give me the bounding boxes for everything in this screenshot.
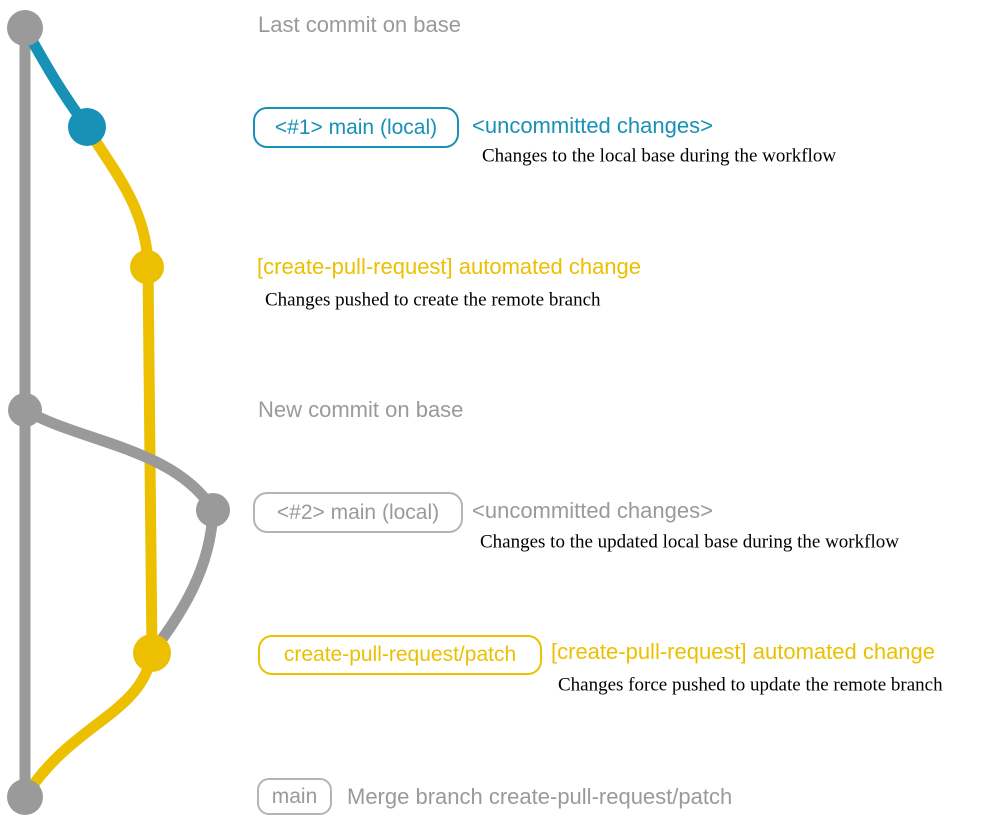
- branch-tag-main-local-2: <#2> main (local): [253, 492, 463, 533]
- description-automated-change-2: Changes force pushed to update the remot…: [558, 674, 943, 696]
- label-uncommitted-changes-1: <uncommitted changes>: [472, 113, 713, 138]
- git-graph: [7, 10, 230, 815]
- branch-line-base-update-in: [147, 509, 219, 657]
- label-merge-branch: Merge branch create-pull-request/patch: [347, 784, 733, 809]
- label-new-commit-on-base: New commit on base: [258, 397, 464, 422]
- label-uncommitted-changes-2: <uncommitted changes>: [472, 498, 713, 523]
- branch-line-patch-create: [82, 124, 154, 268]
- branch-tag-main: main: [257, 778, 332, 815]
- commit-node-merge: [7, 779, 43, 815]
- branch-line-base-update-out: [22, 405, 218, 513]
- commit-node-new-commit-on-base: [8, 393, 42, 427]
- description-uncommitted-2: Changes to the updated local base during…: [480, 531, 899, 553]
- label-last-commit-on-base: Last commit on base: [258, 12, 461, 37]
- commit-node-last-commit-on-base: [7, 10, 43, 46]
- description-automated-change-1: Changes pushed to create the remote bran…: [265, 289, 601, 311]
- branch-tag-create-pull-request-patch: create-pull-request/patch: [258, 635, 542, 675]
- label-automated-change-2: [create-pull-request] automated change: [551, 639, 936, 664]
- commit-node-uncommitted-2: [196, 493, 230, 527]
- description-uncommitted-1: Changes to the local base during the wor…: [482, 145, 837, 167]
- commit-node-uncommitted-1: [68, 108, 106, 146]
- commit-node-automated-change-1: [130, 250, 164, 284]
- commit-node-automated-change-2: [133, 634, 171, 672]
- branch-line-patch-merge: [20, 651, 158, 800]
- branch-tag-main-local-1: <#1> main (local): [253, 107, 459, 148]
- label-automated-change-1: [create-pull-request] automated change: [257, 254, 642, 279]
